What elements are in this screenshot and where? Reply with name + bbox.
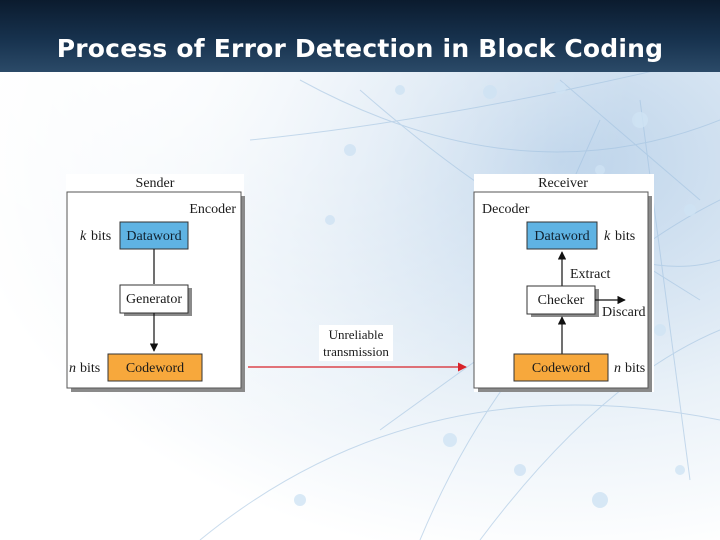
- encoder-label: Encoder: [189, 202, 236, 217]
- slide-title: Process of Error Detection in Block Codi…: [56, 34, 664, 63]
- receiver-label: Receiver: [538, 176, 588, 191]
- channel-label-bg: [319, 325, 393, 361]
- receiver-codeword-label: Codeword: [532, 361, 590, 376]
- receiver-dataword-box: [526, 221, 598, 250]
- receiver-k-label: k: [604, 229, 611, 244]
- sender-codeword-box: [107, 353, 203, 382]
- sender-group: Sender Encoder k bits Dataword Generator…: [66, 174, 245, 392]
- discard-label: Discard: [602, 305, 646, 320]
- receiver-n-bits-label: bits: [625, 361, 645, 376]
- receiver-dataword-label: Dataword: [534, 229, 589, 244]
- sender-codeword-label: Codeword: [126, 361, 184, 376]
- title-band: [0, 0, 720, 72]
- sender-k-bits-label: bits: [91, 229, 111, 244]
- checker-box: [526, 285, 596, 315]
- channel-group: Unreliable transmission: [248, 325, 467, 372]
- sender-n-bits-label: bits: [80, 361, 100, 376]
- channel-label-line2: transmission: [323, 344, 389, 359]
- sender-dataword-box: [119, 221, 189, 250]
- channel-label-line1: Unreliable: [329, 327, 384, 342]
- receiver-group: Receiver Decoder Dataword k bits Extract…: [473, 174, 654, 392]
- decoder-label: Decoder: [482, 202, 530, 217]
- receiver-k-bits-label: bits: [615, 229, 635, 244]
- receiver-codeword-box: [513, 353, 609, 382]
- sender-dataword-label: Dataword: [126, 229, 181, 244]
- receiver-n-label: n: [614, 361, 621, 376]
- sender-k-label: k: [80, 229, 87, 244]
- sender-label: Sender: [136, 176, 175, 191]
- sender-n-label: n: [69, 361, 76, 376]
- generator-label: Generator: [126, 292, 182, 307]
- extract-label: Extract: [570, 267, 611, 282]
- checker-label: Checker: [538, 293, 585, 308]
